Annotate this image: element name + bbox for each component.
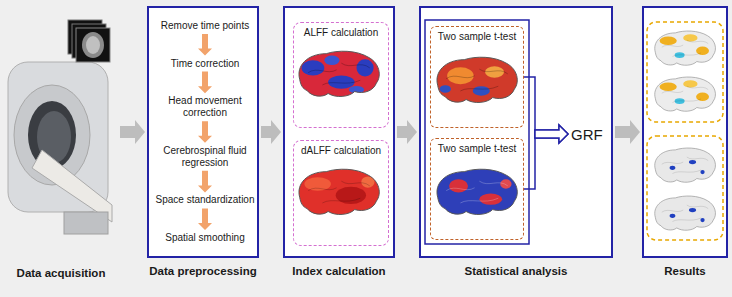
result-brain: [651, 146, 719, 185]
process-step: Remove time points: [153, 20, 257, 32]
flow-arrow: [198, 208, 212, 230]
panel-ground: [283, 6, 395, 258]
merge-line: [524, 77, 535, 134]
stage-panel: Statistical analysisTwo sample t-testTwo…: [419, 6, 613, 258]
process-step: Cerebrospinal fluid regression: [153, 145, 257, 169]
stage-label: Data acquisition: [17, 267, 106, 279]
test-box: Two sample t-test: [430, 138, 524, 240]
hollow-arrow: [535, 125, 568, 143]
result-brain: [651, 75, 719, 114]
stage-arrow: [397, 120, 417, 144]
stage-panel: Index calculationALFF calculationdALFF c…: [283, 6, 395, 258]
box-title: dALFF calculation: [294, 145, 388, 157]
step-arrow: [198, 171, 212, 193]
flow-arrow: [397, 120, 417, 144]
process-step: Spatial smoothing: [153, 232, 257, 244]
stage-panel: Data acquisition: [4, 6, 118, 258]
panel-ground: [642, 6, 728, 258]
merge-line: [524, 134, 535, 189]
step-label: Space standardization: [153, 194, 257, 206]
step-label: Head movement correction: [153, 95, 257, 119]
correction-label: GRF: [571, 126, 611, 143]
stage-label: Results: [664, 265, 706, 277]
step-arrow: [198, 121, 212, 143]
flow-arrow: [198, 121, 212, 143]
index-box: dALFF calculation: [293, 140, 389, 246]
flow-arrow: [120, 120, 145, 144]
scan-brain: [86, 36, 100, 54]
result-frame: [647, 22, 723, 122]
alff-brain: [294, 49, 384, 101]
process-step: Time correction: [153, 58, 257, 70]
step-label: Remove time points: [153, 20, 257, 32]
box-title: Two sample t-test: [431, 143, 523, 155]
mri-scanner: [8, 20, 112, 234]
step-label: Cerebrospinal fluid regression: [153, 145, 257, 169]
stage-panel: Data preprocessingRemove time pointsTime…: [147, 6, 259, 258]
scan-slice: [76, 28, 110, 62]
result-brain: [651, 29, 719, 68]
table-base: [64, 212, 108, 234]
ttest-brain: [432, 167, 522, 219]
flow-arrow: [198, 171, 212, 193]
stage-arrow: [120, 120, 145, 144]
step-arrow: [198, 208, 212, 230]
ttest-brain: [432, 55, 522, 107]
index-box: ALFF calculation: [293, 22, 389, 128]
flow-arrow: [524, 77, 568, 143]
panel-ground: [147, 6, 259, 258]
stage-arrow: [261, 120, 281, 144]
dalff-brain: [294, 167, 384, 219]
flow-arrow: [524, 125, 568, 189]
stage-label: Statistical analysis: [465, 265, 568, 277]
result-frame: [647, 136, 723, 240]
step-arrow: [198, 72, 212, 94]
flow-arrow: [198, 72, 212, 94]
stage-arrow: [615, 120, 640, 144]
flow-arrow: [198, 34, 212, 56]
step-label: Time correction: [153, 58, 257, 70]
group-frame: [425, 20, 529, 244]
test-box: Two sample t-test: [430, 26, 524, 128]
stage-label: Data preprocessing: [149, 265, 256, 277]
method-label: GRF: [571, 126, 611, 143]
step-label: Spatial smoothing: [153, 232, 257, 244]
flow-arrow: [261, 120, 281, 144]
hollow-arrow: [535, 125, 568, 143]
box-title: Two sample t-test: [431, 31, 523, 43]
process-step: Head movement correction: [153, 95, 257, 119]
flow-arrow: [615, 120, 640, 144]
stage-label: Index calculation: [292, 265, 385, 277]
panel-ground: [419, 6, 613, 258]
patient-table: [32, 150, 112, 222]
scan-head: [82, 32, 104, 58]
step-arrow: [198, 34, 212, 56]
result-brain: [651, 194, 719, 233]
box-title: ALFF calculation: [294, 27, 388, 39]
process-step: Space standardization: [153, 194, 257, 206]
stage-panel: Results: [642, 6, 728, 258]
